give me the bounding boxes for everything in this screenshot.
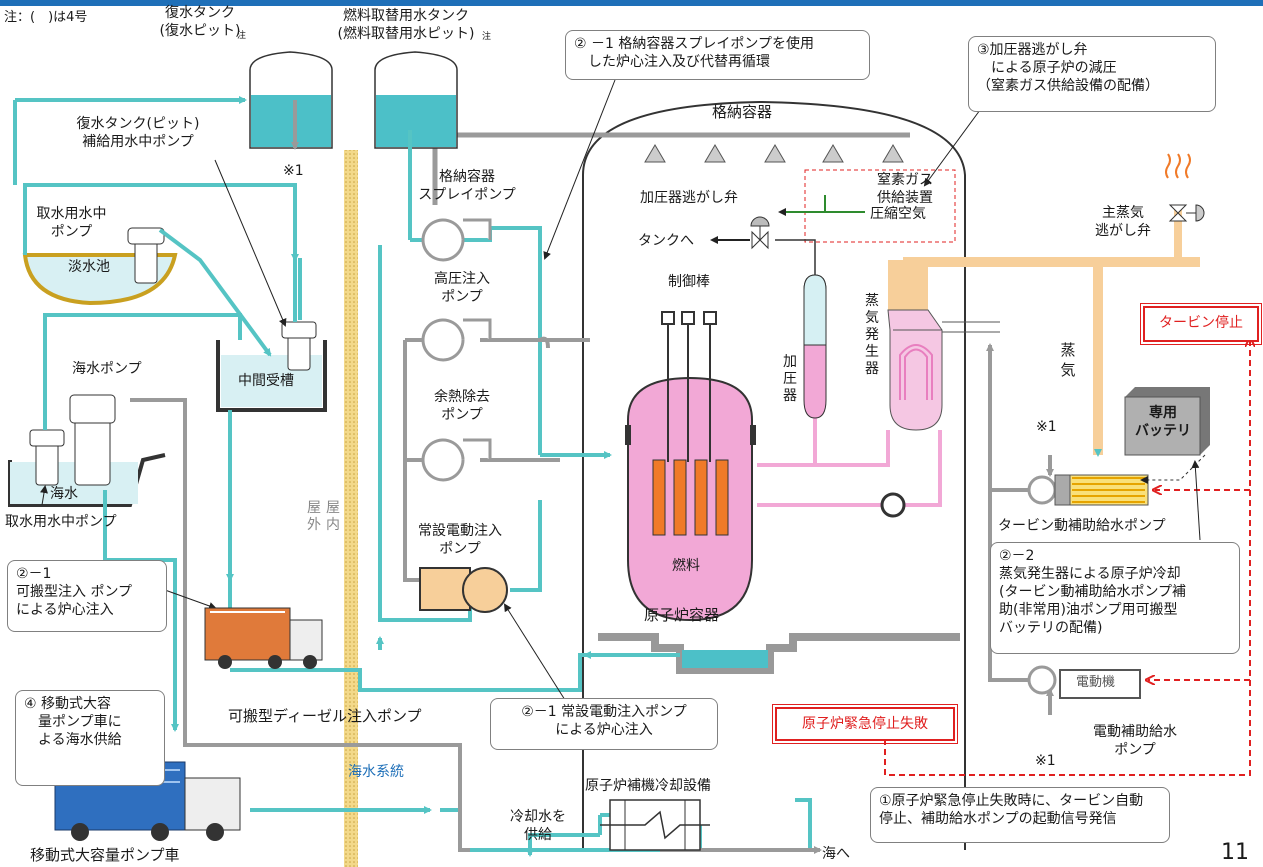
cv-spray-pump-label: 格納容器 スプレイポンプ <box>418 169 516 203</box>
relief-valve-icon <box>750 216 770 250</box>
seawater-system-label: 海水系統 <box>348 764 404 780</box>
fresh-pond-label: 淡水池 <box>68 259 110 275</box>
main-steam-relief-label: 主蒸気 逃がし弁 <box>1095 205 1151 239</box>
intermediate-tank <box>216 340 327 412</box>
rcp-icon <box>880 492 906 518</box>
note-text: 注：( )は4号 <box>4 10 88 25</box>
reactor-vessel-label: 原子炉容器 <box>644 606 720 624</box>
indoor-label: 屋 内 <box>326 500 340 533</box>
outdoor-label: 屋 外 <box>307 500 321 533</box>
callout-spray-injection: ② －1 格納容器スプレイポンプを使用 した炉心注入及び代替再循環 <box>565 30 870 80</box>
steam-icon <box>1165 153 1191 179</box>
condensate-tank <box>249 51 333 149</box>
callout-permanent-injection: ②－1 常設電動注入ポンプ による炉心注入 <box>490 698 718 750</box>
motor-label: 電動機 <box>1076 675 1116 690</box>
permanent-motor-pump-icon <box>419 567 508 613</box>
intermediate-tank-label: 中間受槽 <box>238 373 294 389</box>
mobile-pump-truck-label: 移動式大容量ポンプ車 <box>30 846 180 864</box>
motor-box <box>1059 669 1141 699</box>
turbine-trip-box: タービン停止 <box>1140 303 1262 345</box>
supply-cooling-water-label: 冷却水を 供給 <box>510 809 566 843</box>
pressurizer-label: 加 圧 器 <box>783 354 797 404</box>
intake-pump-fresh <box>127 227 165 284</box>
pressurizer-relief-valve-label: 加圧器逃がし弁 <box>640 190 738 206</box>
steam-generator-label: 蒸 気 発 生 器 <box>865 293 879 377</box>
containment-label: 格納容器 <box>712 103 773 121</box>
reactor-vessel <box>625 311 756 622</box>
turbine-icon <box>1054 474 1149 506</box>
intake-pump-label: 取水用水中 ポンプ <box>36 206 107 240</box>
main-steam-valve-icon <box>1168 204 1205 222</box>
mark-1-top: ※1 <box>283 163 304 179</box>
heat-exchanger-icon <box>600 799 710 851</box>
high-pressure-pump-label: 高圧注入 ポンプ <box>434 271 490 305</box>
callout-seawater-supply: ④ 移動式大容 量ポンプ車に よる海水供給 <box>15 690 165 786</box>
callout-steam-generator-cooling: ②－2 蒸気発生器による原子炉冷却 (タービン動補助給水ポンプ補 助(非常用)油… <box>990 542 1240 654</box>
to-tank-label: タンクへ <box>638 233 694 249</box>
nitrogen-supply-label: 窒素ガス 供給装置 <box>877 172 933 206</box>
callout-pressurizer-relief: ③加圧器逃がし弁 による原子炉の減圧 （窒素ガス供給設備の配備） <box>968 36 1216 112</box>
leader-lines <box>40 79 1201 810</box>
scram-failure-box: 原子炉緊急停止失敗 <box>772 704 958 744</box>
battery-icon <box>1124 387 1210 456</box>
callout-portable-injection: ②－1 可搬型注入 ポンプ による炉心注入 <box>7 560 167 632</box>
seawater-pump-label: 海水ポンプ <box>72 361 142 377</box>
rhr-pump-label: 余熱除去 ポンプ <box>434 389 490 423</box>
page-number: 11 <box>1221 840 1249 865</box>
callout-scram-signal: ①原子炉緊急停止失敗時に、タービン自動 停止、補助給水ポンプの起動信号発信 <box>870 787 1170 843</box>
portable-diesel-truck-icon <box>204 607 323 669</box>
to-sea-label: 海へ <box>822 846 850 862</box>
containment-sump <box>598 633 960 674</box>
nitrogen-box <box>804 169 956 243</box>
header-bar <box>0 0 1263 6</box>
seawater-label: 海水 <box>50 486 78 502</box>
condensate-tank-label: 復水タンク (復水ピット) <box>159 5 241 39</box>
td-afw-pump-label: タービン動補助給水ポンプ <box>998 518 1166 534</box>
intake-pump-bottom-label: 取水用水中ポンプ <box>5 514 117 530</box>
steam-label: 蒸 気 <box>1060 341 1076 379</box>
fuel-tank-label: 燃料取替用水タンク (燃料取替用水ピット) <box>337 8 475 42</box>
battery-label: 専用 バッテリ <box>1135 405 1191 439</box>
water-lines <box>13 96 812 857</box>
compressed-air-label: 圧縮空気 <box>870 206 926 222</box>
boundary-strip <box>344 150 358 867</box>
portable-diesel-pump-label: 可搬型ディーゼル注入ポンプ <box>228 707 422 725</box>
mark-1-mid: ※1 <box>1036 419 1057 435</box>
aux-cooling-label: 原子炉補機冷却設備 <box>585 778 711 794</box>
permanent-motor-pump-label: 常設電動注入 ポンプ <box>418 523 502 557</box>
note-mark-1: 注 <box>237 31 247 41</box>
pressurizer-vessel <box>803 274 827 419</box>
steam-generator <box>887 260 943 431</box>
fuel-water-tank <box>374 51 458 149</box>
condensate-supply-pump-label: 復水タンク(ピット) 補給用水中ポンプ <box>76 116 200 150</box>
intermediate-pump <box>281 321 317 371</box>
note-mark-2: 注 <box>482 32 492 42</box>
mark-1-bottom: ※1 <box>1035 753 1056 769</box>
primary-loop <box>757 415 942 507</box>
fuel-label: 燃料 <box>672 558 700 574</box>
spray-nozzles <box>644 144 904 163</box>
md-afw-pump-label: 電動補助給水 ポンプ <box>1093 724 1177 758</box>
control-rod-label: 制御棒 <box>668 274 710 290</box>
